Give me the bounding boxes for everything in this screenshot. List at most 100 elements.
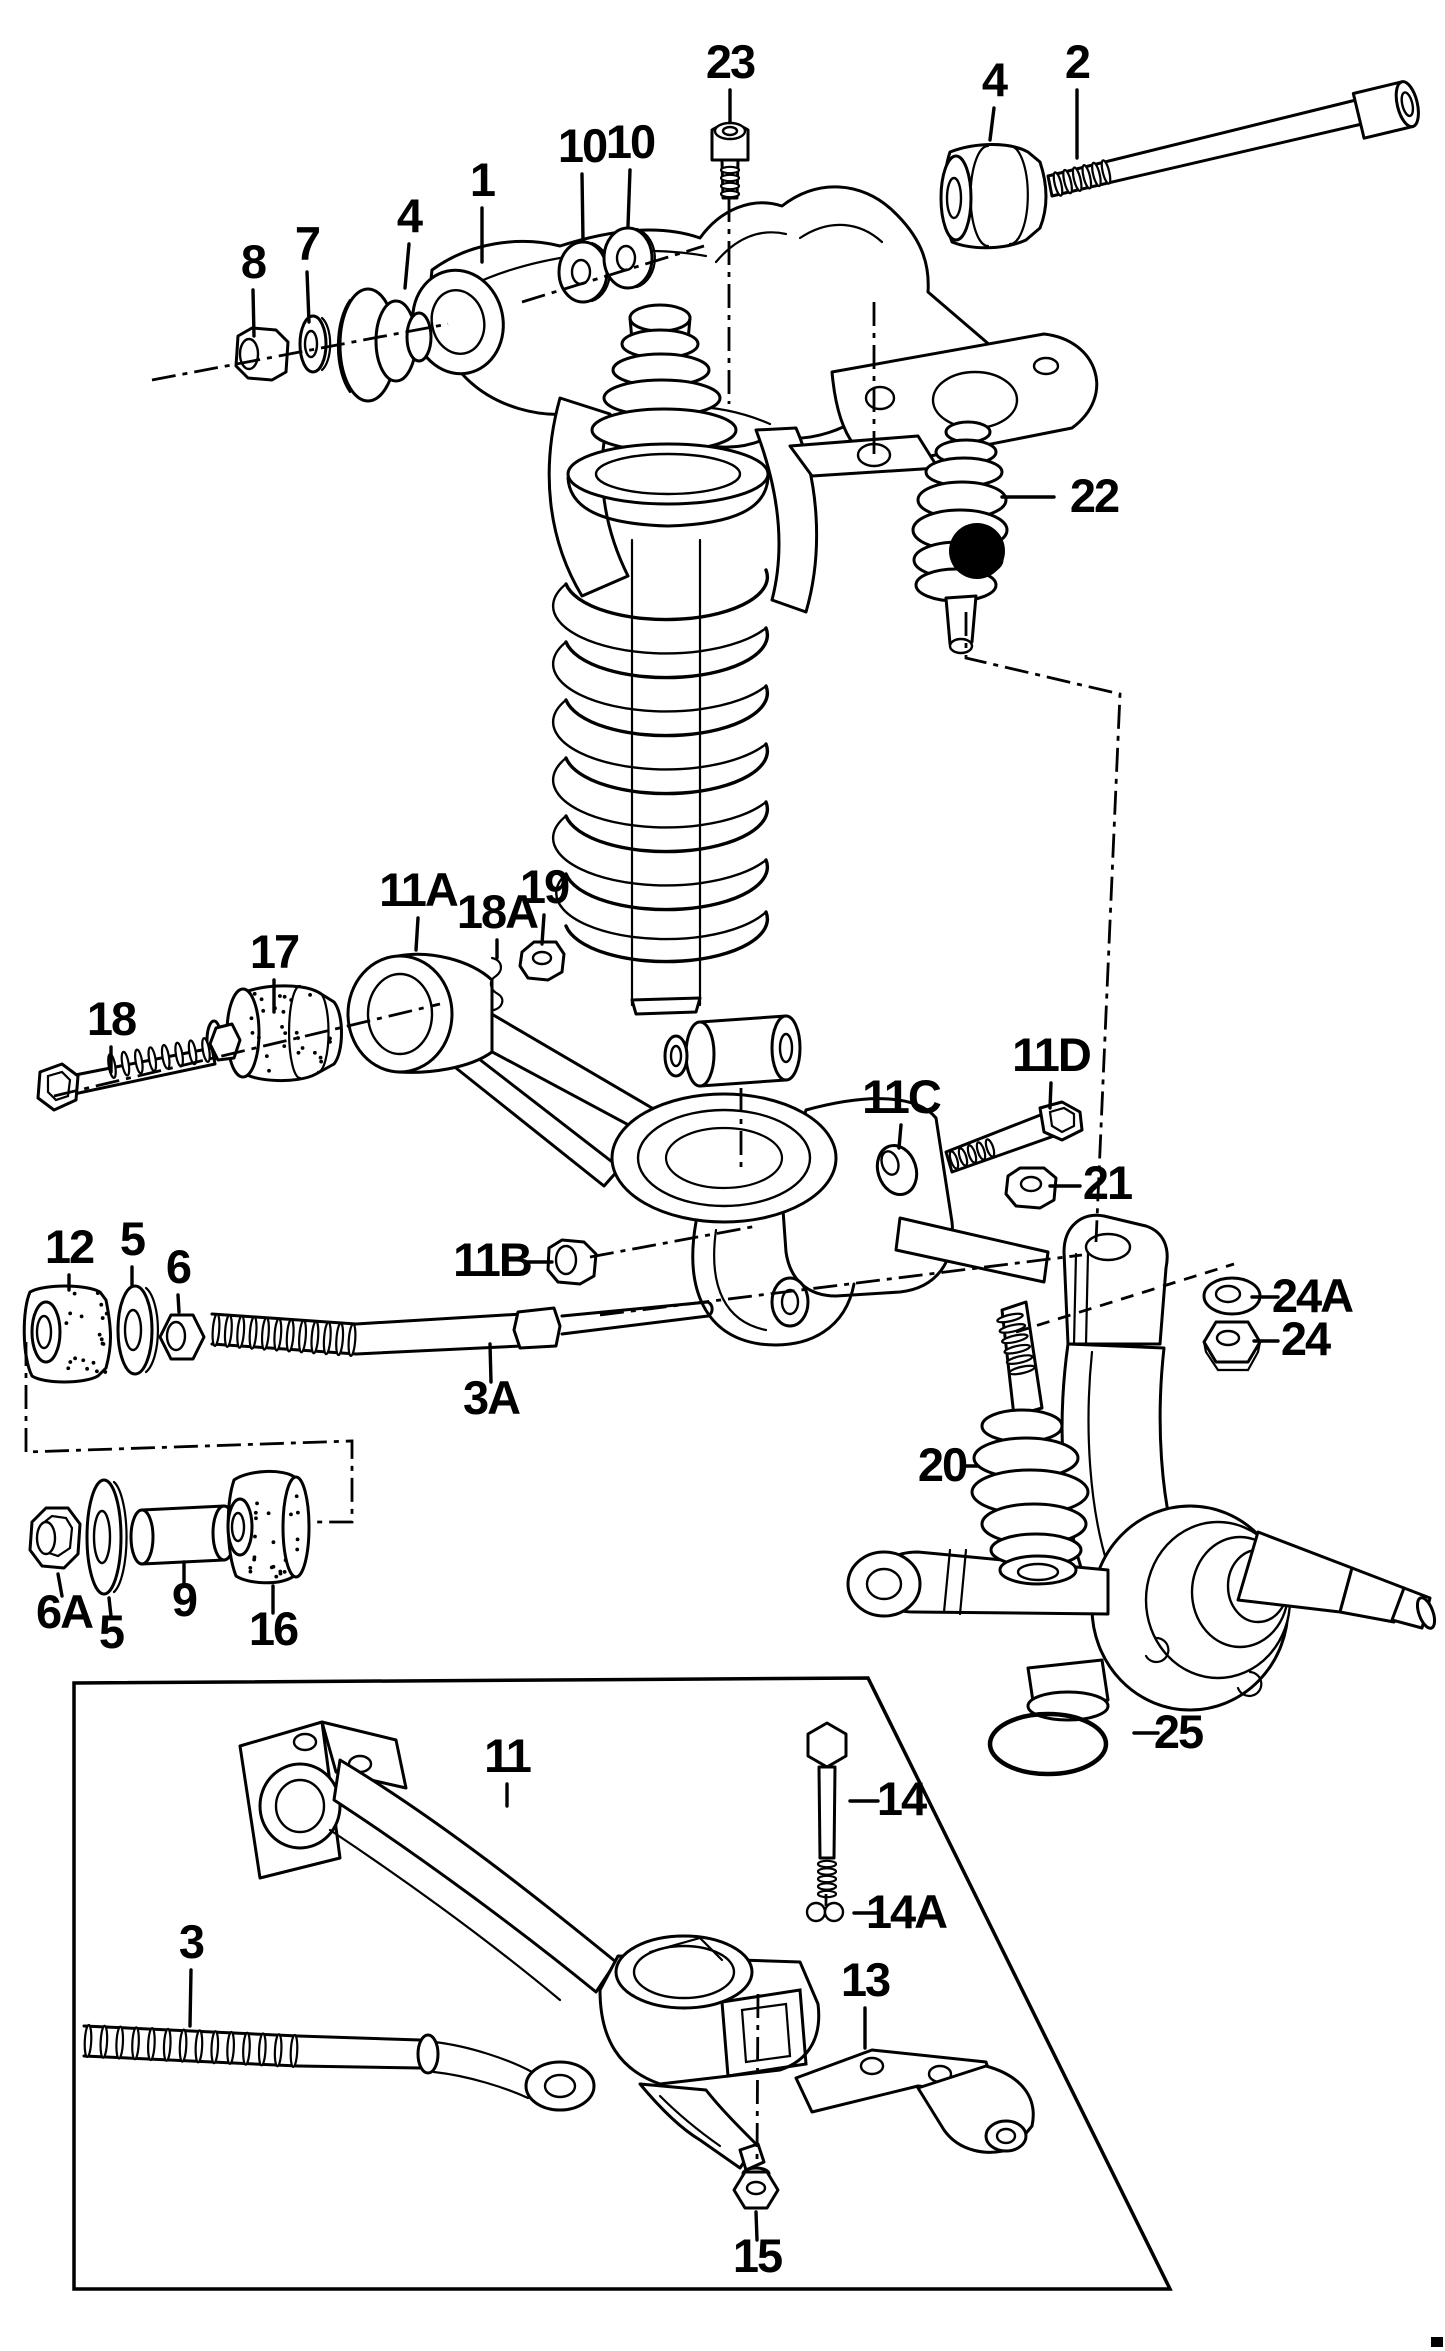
inset-clip-14A bbox=[805, 1901, 845, 1923]
leader-line-11A bbox=[414, 916, 420, 952]
part-label-5b: 5 bbox=[99, 1605, 124, 1658]
bushing-12 bbox=[22, 1284, 112, 1384]
washer-5-lower bbox=[85, 1478, 128, 1596]
part-label-6: 6 bbox=[166, 1240, 191, 1293]
part-label-11C: 11C bbox=[862, 1070, 941, 1123]
leader-line-3 bbox=[188, 1968, 193, 2028]
upper-ball-joint bbox=[788, 420, 1009, 655]
part-label-11: 11 bbox=[484, 1729, 531, 1782]
bushing-17 bbox=[205, 984, 343, 1083]
leader-line-10a bbox=[580, 172, 585, 242]
part-label-18A: 18A bbox=[457, 885, 538, 938]
bolt-18 bbox=[36, 1037, 217, 1112]
strut-fork-bracket bbox=[547, 396, 819, 614]
construction-line-0 bbox=[151, 322, 449, 382]
part-label-9: 9 bbox=[172, 1573, 197, 1626]
inset-bolt-14 bbox=[806, 1721, 848, 1899]
highlight-dot bbox=[949, 523, 1005, 579]
bolt-23 bbox=[710, 121, 750, 200]
part-label-10a: 10 bbox=[558, 119, 607, 172]
part-label-25: 25 bbox=[1154, 1705, 1203, 1758]
part-label-14A: 14A bbox=[866, 1885, 947, 1938]
part-label-17: 17 bbox=[250, 925, 299, 978]
leader-line-11C bbox=[897, 1123, 903, 1150]
part-label-21: 21 bbox=[1083, 1156, 1132, 1209]
leader-line-5b bbox=[107, 1596, 113, 1618]
page-mark bbox=[1431, 2337, 1443, 2347]
part-label-12: 12 bbox=[45, 1220, 94, 1273]
leader-line-15 bbox=[754, 2210, 759, 2242]
part-label-15: 15 bbox=[733, 2229, 782, 2282]
part-label-11A: 11A bbox=[379, 863, 458, 916]
part-label-4a: 4 bbox=[397, 189, 423, 242]
bolt-11D bbox=[944, 1100, 1084, 1174]
construction-line-7 bbox=[589, 1224, 758, 1259]
construction-line-5 bbox=[53, 1002, 441, 1098]
o-ring-25 bbox=[987, 1711, 1109, 1777]
bushing-16 bbox=[226, 1469, 311, 1585]
part-label-10b: 10 bbox=[606, 115, 655, 168]
part-label-7: 7 bbox=[295, 217, 320, 270]
nut-24 bbox=[1202, 1320, 1262, 1372]
washer-24A bbox=[1202, 1276, 1262, 1316]
part-label-6A: 6A bbox=[36, 1585, 93, 1638]
part-label-13: 13 bbox=[841, 1953, 890, 2006]
inset-rod-3 bbox=[82, 2023, 440, 2075]
construction-lines bbox=[24, 198, 1235, 2161]
part-label-20: 20 bbox=[918, 1438, 967, 1491]
strut-assembly bbox=[551, 303, 802, 1088]
plug-11C bbox=[875, 1144, 919, 1196]
construction-line-4 bbox=[964, 612, 1122, 1243]
leader-line-19 bbox=[540, 913, 546, 946]
leader-line-11D bbox=[1048, 1081, 1053, 1110]
part-label-11B: 11B bbox=[453, 1233, 531, 1286]
part-label-2: 2 bbox=[1065, 35, 1090, 88]
part-label-4b: 4 bbox=[982, 53, 1008, 106]
construction-line-10 bbox=[755, 1993, 760, 2161]
leader-line-4b bbox=[988, 106, 996, 142]
clip-18A bbox=[489, 956, 504, 1012]
bolt-2 bbox=[1046, 80, 1420, 198]
part-label-11D: 11D bbox=[1012, 1028, 1090, 1081]
part-label-1: 1 bbox=[470, 153, 495, 206]
part-label-16: 16 bbox=[249, 1602, 298, 1655]
part-label-5a: 5 bbox=[120, 1212, 145, 1265]
part-label-8: 8 bbox=[241, 235, 266, 288]
construction-line-1 bbox=[521, 244, 705, 304]
part-label-18: 18 bbox=[87, 992, 136, 1045]
inset-box bbox=[72, 1676, 1173, 2291]
lower-ball-joint-20 bbox=[970, 1300, 1090, 1586]
bushing-group-left bbox=[234, 287, 433, 403]
leader-line-8 bbox=[251, 288, 256, 338]
construction-line-8 bbox=[24, 1342, 354, 1524]
rod-3A bbox=[210, 1300, 714, 1358]
leader-line-3A bbox=[488, 1342, 493, 1384]
sleeve-9 bbox=[129, 1504, 237, 1566]
part-label-19: 19 bbox=[520, 860, 569, 913]
leader-line-10b bbox=[626, 168, 632, 228]
bushing-right-4 bbox=[939, 143, 1048, 250]
part-label-3: 3 bbox=[179, 1915, 204, 1968]
part-label-23: 23 bbox=[706, 35, 755, 88]
part-label-24A: 24A bbox=[1272, 1269, 1353, 1322]
leader-line-6A bbox=[56, 1572, 64, 1598]
construction-line-11 bbox=[1015, 1262, 1235, 1334]
part-label-24: 24 bbox=[1281, 1312, 1331, 1365]
nut-6A bbox=[28, 1506, 82, 1570]
part-label-14: 14 bbox=[877, 1772, 927, 1825]
lower-control-arm bbox=[346, 952, 1050, 1347]
inset-bracket-13 bbox=[794, 2048, 1035, 2154]
inset-lower-arm-11 bbox=[238, 1720, 821, 2172]
part-label-3A: 3A bbox=[463, 1371, 520, 1424]
washer-5-upper bbox=[116, 1284, 160, 1376]
leader-line-6 bbox=[176, 1293, 181, 1314]
nut-21 bbox=[1004, 1166, 1058, 1210]
leader-lines bbox=[56, 88, 1280, 2242]
leader-line-7 bbox=[305, 270, 311, 324]
steering-knuckle bbox=[846, 1213, 1437, 1722]
nut-11B bbox=[546, 1238, 598, 1286]
nut-6 bbox=[158, 1313, 206, 1361]
part-label-22: 22 bbox=[1070, 469, 1119, 522]
